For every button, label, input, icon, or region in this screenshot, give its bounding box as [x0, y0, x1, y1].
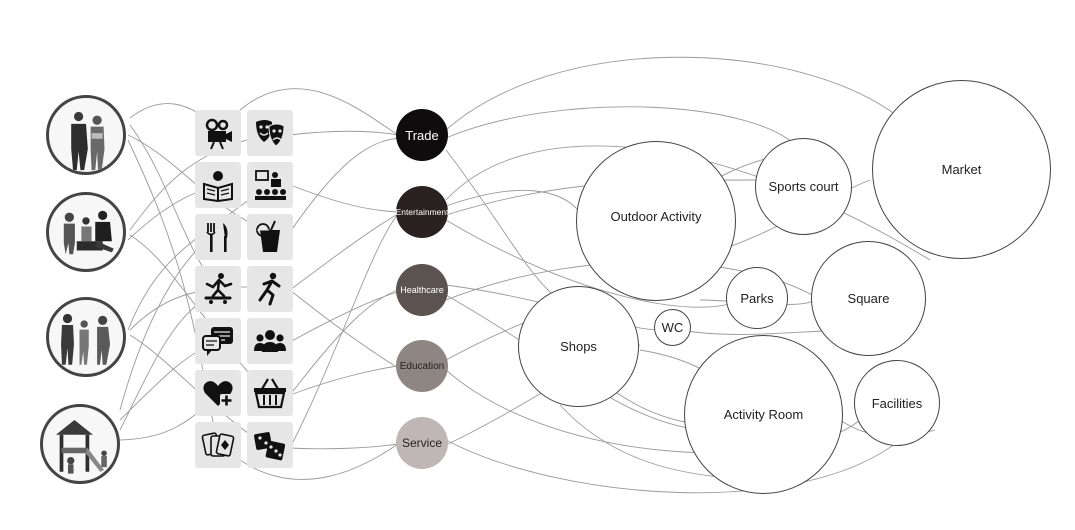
running-icon: [247, 266, 293, 312]
category-education: Education: [396, 340, 448, 392]
place-sports-court: Sports court: [755, 138, 852, 235]
reading-newspaper-icon: [195, 162, 241, 208]
fork-knife-icon: [195, 214, 241, 260]
lecture-audience-icon: [247, 162, 293, 208]
place-market: Market: [872, 80, 1051, 259]
heart-plus-icon: [195, 370, 241, 416]
category-service: Service: [396, 417, 448, 469]
category-trade: Trade: [396, 109, 448, 161]
place-outdoor-activity: Outdoor Activity: [576, 141, 736, 301]
playing-cards-icon: [195, 422, 241, 468]
category-healthcare: Healthcare: [396, 264, 448, 316]
skateboard-icon: [195, 266, 241, 312]
family-with-children-photo: [46, 192, 126, 272]
walking-family-photo: [46, 297, 126, 377]
place-activity-room: Activity Room: [684, 335, 843, 494]
group-icon: [247, 318, 293, 364]
film-camera-icon: [195, 110, 241, 156]
place-facilities: Facilities: [854, 360, 940, 446]
place-wc: WC: [654, 309, 691, 346]
dice-icon: [247, 422, 293, 468]
drink-icon: [247, 214, 293, 260]
shopping-basket-icon: [247, 370, 293, 416]
theater-masks-icon: [247, 110, 293, 156]
place-square: Square: [811, 241, 926, 356]
elderly-couple-photo: [46, 95, 126, 175]
category-entertainment: Entertainment: [396, 186, 448, 238]
place-shops: Shops: [518, 286, 639, 407]
place-parks: Parks: [726, 267, 788, 329]
playground-children-photo: [40, 404, 120, 484]
chat-bubbles-icon: [195, 318, 241, 364]
